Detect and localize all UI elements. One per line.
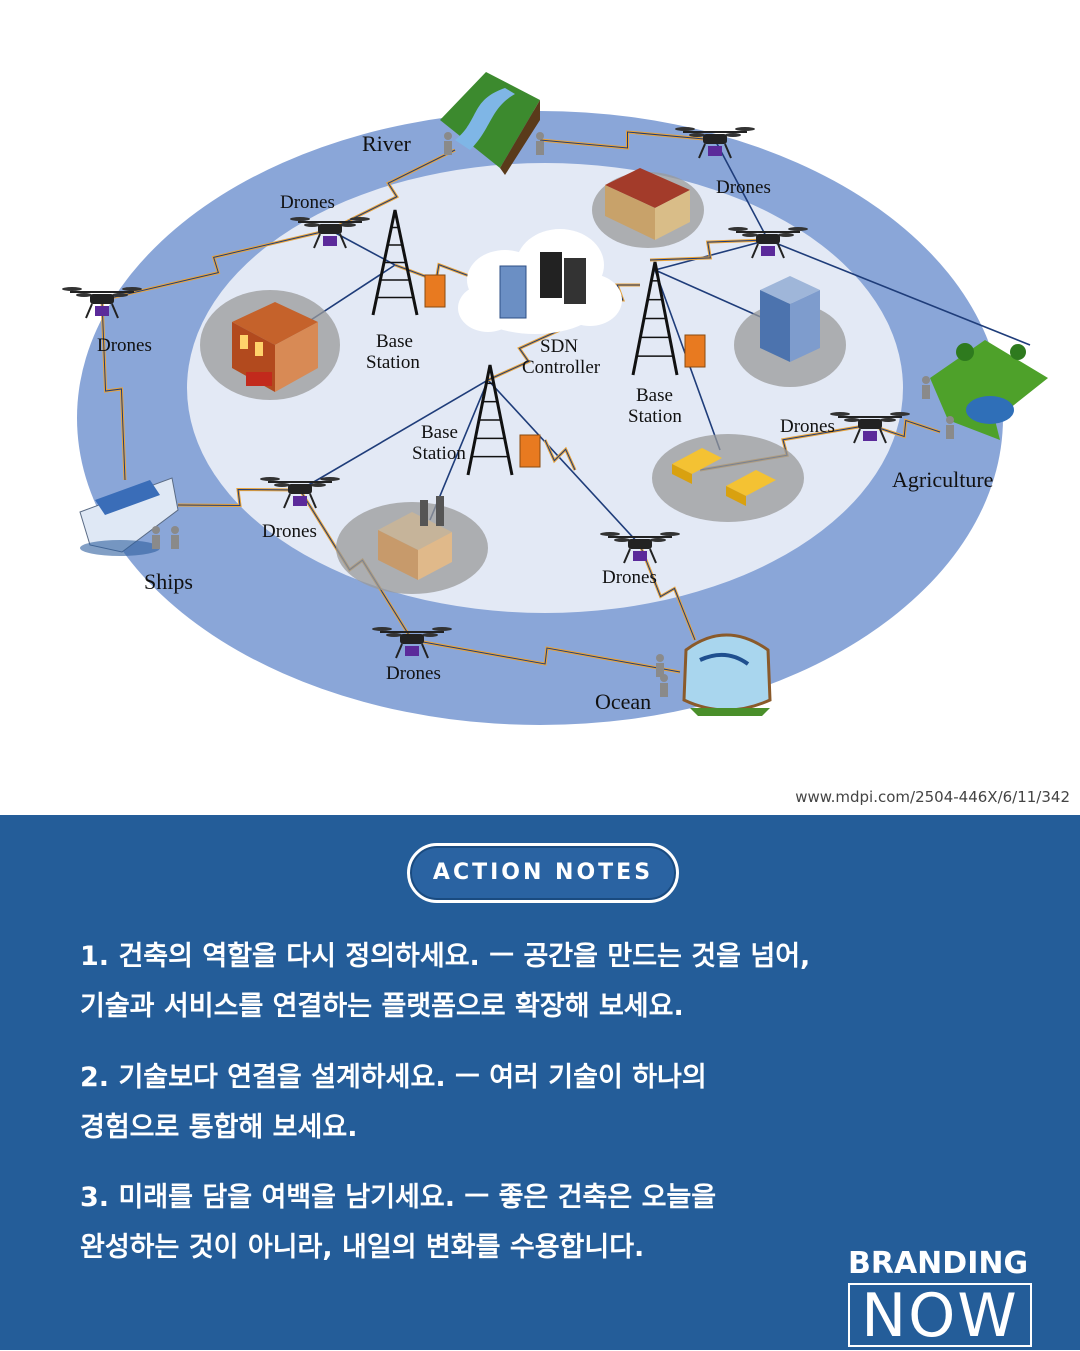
drone-icon	[830, 412, 910, 444]
person-icon	[946, 416, 954, 439]
note-item: 3. 미래를 담을 여백을 남기세요. ㅡ 좋은 건축은 오늘을 완성하는 것이…	[80, 1173, 1020, 1273]
sdn-controller-icon	[458, 229, 622, 334]
wireless-link-outline	[329, 149, 456, 231]
note-line: 완성하는 것이 아니라, 내일의 변화를 수용합니다.	[80, 1232, 645, 1263]
label-base: Base	[421, 422, 458, 443]
person-icon	[536, 132, 544, 155]
wireless-link-outline	[544, 439, 576, 471]
action-notes-panel: ACTION NOTES 1. 건축의 역할을 다시 정의하세요. ㅡ 공간을 …	[0, 815, 1080, 1350]
ship-icon	[79, 477, 179, 556]
label-ships: Ships	[144, 569, 193, 594]
wireless-link-outline	[394, 263, 481, 282]
label-drones: Drones	[97, 335, 152, 356]
label-controller: Controller	[522, 357, 601, 378]
label-agriculture: Agriculture	[892, 467, 993, 492]
drone-icon	[260, 477, 340, 509]
wireless-link-outline	[101, 299, 126, 481]
wireless-link-outline	[649, 239, 769, 261]
label-base: Base	[376, 331, 413, 352]
drone-icon	[290, 217, 370, 249]
link-line	[714, 139, 769, 241]
label-station: Station	[412, 443, 466, 464]
note-line: 1. 건축의 역할을 다시 정의하세요. ㅡ 공간을 만드는 것을 넘어,	[80, 941, 811, 972]
tower-icon	[466, 364, 541, 476]
note-line: 경험으로 통합해 보세요.	[80, 1112, 358, 1143]
drone-icon	[728, 227, 808, 259]
link-line	[654, 239, 769, 271]
wireless-link-outline	[869, 419, 941, 438]
diagram-canvas: River Drones Drones Drones Drones Drones…	[62, 72, 1048, 725]
action-notes-badge: ACTION NOTES	[407, 843, 679, 903]
drone-icon	[62, 287, 142, 319]
label-drones: Drones	[262, 521, 317, 542]
fire-station-icon	[232, 302, 318, 392]
wireless-link-outline	[639, 544, 696, 641]
note-line: 기술과 서비스를 연결하는 플랫폼으로 확장해 보세요.	[80, 991, 684, 1022]
skyscraper-icon	[760, 276, 820, 362]
wireless-link-outline	[539, 131, 716, 149]
source-url: www.mdpi.com/2504-446X/6/11/342	[795, 788, 1070, 806]
tower-icon	[371, 209, 446, 316]
person-icon	[171, 526, 179, 549]
shadow	[652, 434, 804, 522]
note-line: 2. 기술보다 연결을 설계하세요. ㅡ 여러 기술이 하나의	[80, 1062, 707, 1093]
factory-icon	[378, 496, 452, 580]
house-icon	[605, 168, 690, 240]
people-icons	[152, 132, 954, 697]
note-item: 2. 기술보다 연결을 설계하세요. ㅡ 여러 기술이 하나의 경험으로 통합해…	[80, 1053, 1020, 1153]
agriculture-icon	[930, 340, 1048, 440]
drones-group	[62, 127, 910, 659]
wireless-link-outline	[101, 229, 331, 301]
label-sdn: SDN	[540, 336, 578, 357]
person-icon	[660, 674, 668, 697]
label-drones: Drones	[386, 663, 441, 684]
link-line	[487, 379, 641, 546]
label-drones: Drones	[602, 567, 657, 588]
label-base: Base	[636, 385, 673, 406]
link-line	[767, 239, 1031, 346]
person-icon	[656, 654, 664, 677]
brand-top-text: BRANDING	[848, 1246, 1029, 1281]
drone-icon	[600, 532, 680, 564]
taxi-icon	[672, 448, 776, 506]
label-drones: Drones	[716, 177, 771, 198]
drone-icon	[675, 127, 755, 159]
person-icon	[152, 526, 160, 549]
network-diagram: River Drones Drones Drones Drones Drones…	[62, 72, 1048, 725]
tower-icon	[631, 261, 706, 376]
river-icon	[440, 72, 540, 175]
note-item: 1. 건축의 역할을 다시 정의하세요. ㅡ 공간을 만드는 것을 넘어, 기술…	[80, 932, 1020, 1032]
label-drones: Drones	[280, 192, 335, 213]
brand-bottom-text: NOW	[848, 1283, 1032, 1347]
label-river: River	[362, 131, 412, 156]
label-drones: Drones	[780, 416, 835, 437]
note-line: 3. 미래를 담을 여백을 남기세요. ㅡ 좋은 건축은 오늘을	[80, 1182, 717, 1213]
wireless-link-outline	[177, 489, 301, 506]
label-ocean: Ocean	[595, 689, 651, 714]
wireless-link-outline	[411, 639, 681, 673]
person-icon	[922, 376, 930, 399]
wireless-link-outline	[487, 329, 561, 381]
label-station: Station	[628, 406, 682, 427]
label-station: Station	[366, 352, 420, 373]
branding-now-logo: BRANDING NOW	[848, 1247, 1038, 1347]
person-icon	[444, 132, 452, 155]
link-line	[299, 379, 489, 491]
base-station-towers	[371, 209, 706, 476]
ocean-icon	[682, 633, 772, 716]
drone-icon	[372, 627, 452, 659]
